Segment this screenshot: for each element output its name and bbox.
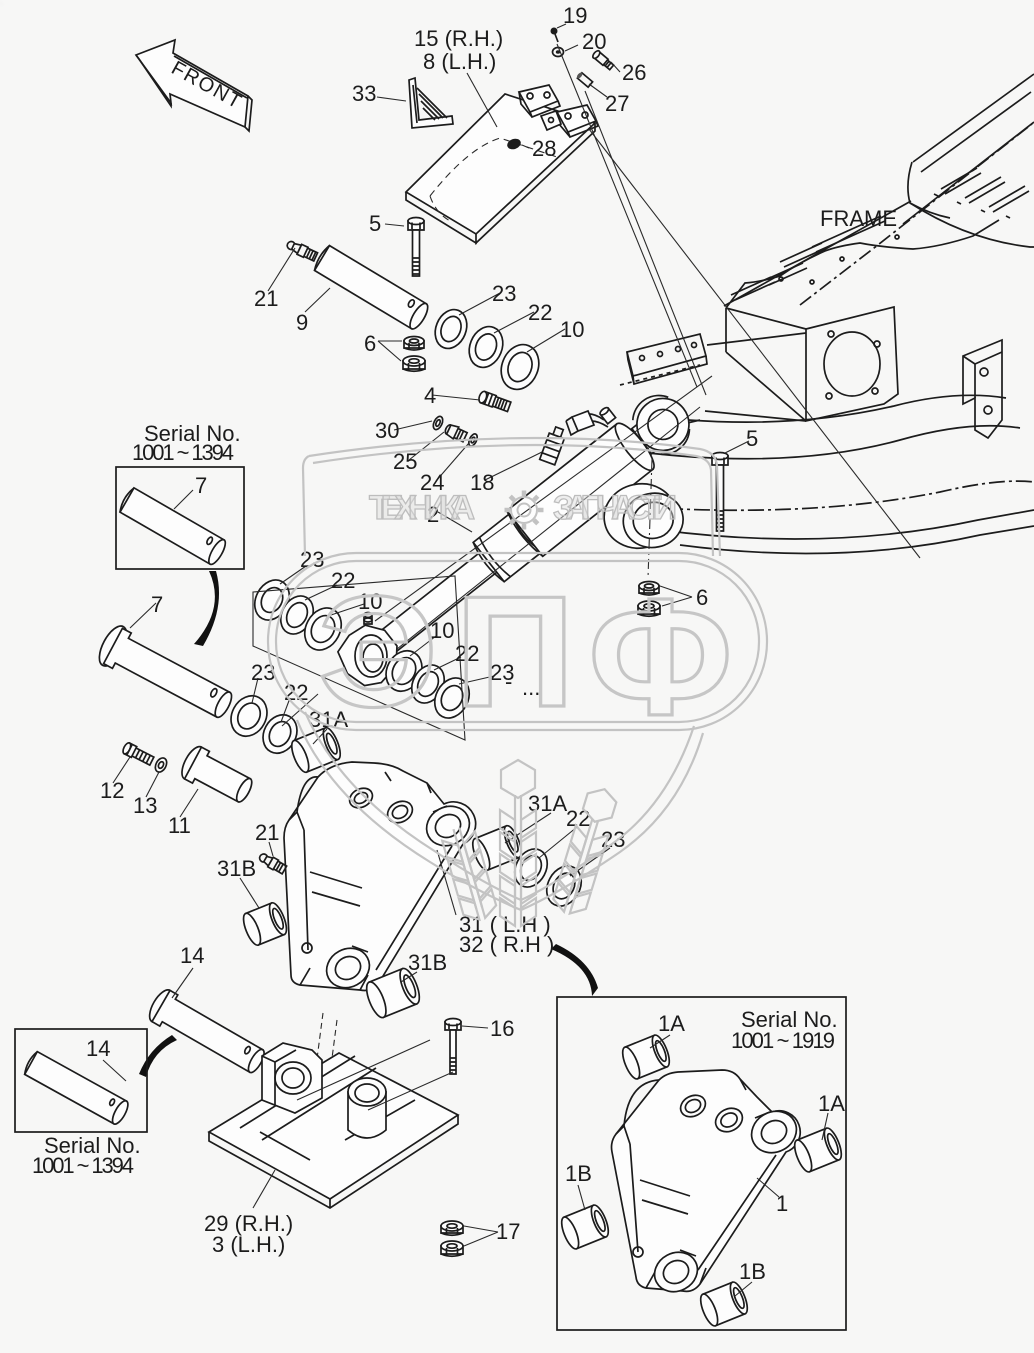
- svg-text:Э: Э: [318, 564, 438, 740]
- svg-text:23: 23: [492, 281, 516, 306]
- svg-text:...: ...: [522, 675, 540, 700]
- svg-text:1B: 1B: [739, 1259, 766, 1284]
- svg-text:10: 10: [358, 589, 382, 614]
- svg-text:1B: 1B: [565, 1161, 592, 1186]
- svg-text:9: 9: [296, 310, 308, 335]
- svg-text:21: 21: [255, 820, 279, 845]
- svg-text:21: 21: [254, 286, 278, 311]
- svg-text:3 (L.H.): 3 (L.H.): [212, 1232, 285, 1257]
- svg-text:10: 10: [560, 317, 584, 342]
- svg-text:11: 11: [168, 813, 191, 838]
- svg-text:13: 13: [133, 793, 157, 818]
- svg-text:20: 20: [582, 29, 606, 54]
- svg-text:ТЕХНИКА: ТЕХНИКА: [369, 489, 475, 527]
- svg-text:6: 6: [364, 331, 376, 356]
- svg-text:1001 ~ 1919: 1001 ~ 1919: [731, 1028, 835, 1053]
- svg-text:32 ( R.H ): 32 ( R.H ): [459, 932, 554, 957]
- svg-text:18: 18: [470, 470, 494, 495]
- svg-text:2: 2: [427, 502, 439, 527]
- svg-text:FRAME: FRAME: [820, 206, 897, 231]
- svg-text:23: 23: [490, 660, 514, 685]
- svg-text:30: 30: [375, 418, 399, 443]
- svg-text:33: 33: [352, 81, 376, 106]
- svg-text:4: 4: [424, 383, 436, 408]
- svg-text:28: 28: [532, 136, 556, 161]
- svg-text:1001 ~ 1394: 1001 ~ 1394: [32, 1153, 134, 1178]
- svg-text:17: 17: [496, 1219, 520, 1244]
- svg-text:5: 5: [746, 426, 758, 451]
- svg-text:П: П: [455, 564, 575, 740]
- svg-text:12: 12: [100, 778, 124, 803]
- svg-text:24: 24: [420, 470, 444, 495]
- svg-text:26: 26: [622, 60, 646, 85]
- svg-text:5: 5: [369, 211, 381, 236]
- svg-text:7: 7: [195, 473, 207, 498]
- svg-text:16: 16: [490, 1016, 514, 1041]
- svg-text:19: 19: [563, 3, 587, 28]
- svg-text:31B: 31B: [217, 856, 256, 881]
- svg-text:14: 14: [180, 943, 204, 968]
- svg-text:10: 10: [430, 618, 454, 643]
- svg-text:Serial No.: Serial No.: [741, 1007, 838, 1032]
- svg-text:22: 22: [528, 300, 552, 325]
- svg-text:14: 14: [86, 1036, 110, 1061]
- svg-text:Serial No.: Serial No.: [44, 1133, 141, 1158]
- svg-text:1: 1: [776, 1191, 788, 1216]
- svg-text:1001 ~ 1394: 1001 ~ 1394: [132, 440, 234, 465]
- svg-text:15 (R.H.): 15 (R.H.): [414, 26, 503, 51]
- svg-text:22: 22: [455, 641, 479, 666]
- svg-text:29 (R.H.): 29 (R.H.): [204, 1211, 293, 1236]
- svg-text:-: -: [505, 669, 512, 694]
- svg-text:31B: 31B: [408, 950, 447, 975]
- svg-text:Ф: Ф: [588, 565, 733, 750]
- svg-text:8 (L.H.): 8 (L.H.): [423, 49, 496, 74]
- svg-text:Serial No.: Serial No.: [144, 421, 241, 446]
- svg-text:7: 7: [151, 592, 163, 617]
- svg-text:22: 22: [331, 568, 355, 593]
- svg-text:1A: 1A: [658, 1011, 685, 1036]
- svg-text:27: 27: [605, 91, 629, 116]
- svg-text:ЗАПЧАСТИ: ЗАПЧАСТИ: [553, 489, 677, 527]
- svg-text:1A: 1A: [818, 1091, 845, 1116]
- svg-text:6: 6: [696, 585, 708, 610]
